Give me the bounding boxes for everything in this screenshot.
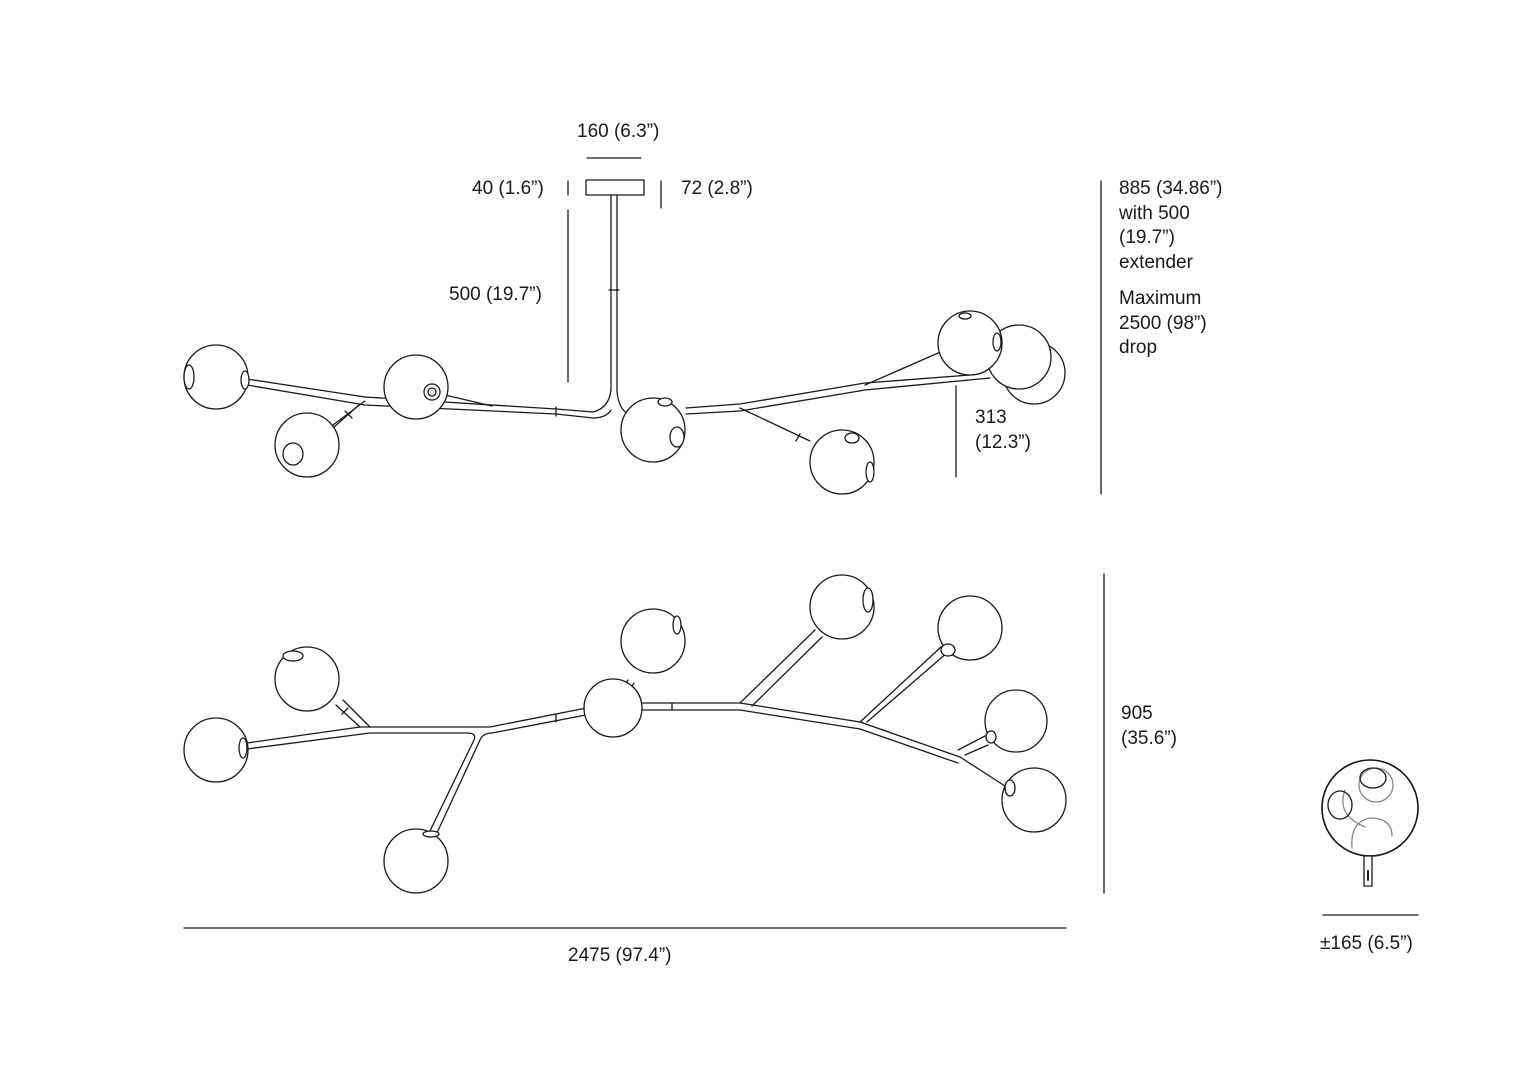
globe: [620, 608, 686, 674]
canopy: [585, 179, 645, 196]
plan-dimension-lines: [183, 573, 1105, 929]
elevation-dimension-lines: [567, 157, 1102, 495]
rod-length-label: 500 (19.7”): [449, 284, 542, 305]
globe-drop-label: 313 (12.3”): [975, 406, 1031, 455]
elevation-view: [183, 157, 1102, 495]
globe: [383, 354, 449, 420]
globe: [937, 310, 1003, 376]
canopy-offset-label: 72 (2.8”): [681, 178, 753, 199]
globe: [937, 595, 1003, 661]
overall-height-label: 885 (34.86”) with 500 (19.7”) extender M…: [1119, 177, 1223, 361]
elevation-globes: [183, 310, 1066, 495]
globe: [183, 717, 249, 783]
globe-diameter-label: ±165 (6.5”): [1320, 933, 1413, 954]
globe: [274, 412, 340, 478]
max-drop-line-1: Maximum: [1119, 288, 1202, 309]
globe-detail: [1321, 759, 1419, 916]
globe-drop-imperial: (12.3”): [975, 431, 1031, 453]
plan-view: [183, 573, 1105, 929]
depth-label: 905 (35.6”): [1121, 702, 1177, 751]
elevation-arms: [246, 349, 991, 442]
globe: [984, 689, 1048, 753]
plan-globes: [183, 574, 1067, 894]
max-drop-line-3: drop: [1119, 337, 1158, 358]
overall-height-line-3: (19.7”): [1119, 227, 1175, 248]
overall-length-label: 2475 (97.4”): [568, 945, 672, 966]
canopy-height-label: 40 (1.6”): [472, 178, 544, 199]
globe: [274, 646, 340, 712]
globe: [620, 397, 686, 463]
globe: [809, 574, 875, 640]
canopy-width-label: 160 (6.3”): [577, 121, 660, 142]
overall-height-line-4: extender: [1119, 251, 1193, 273]
overall-height-line-1: 885 (34.86”): [1119, 178, 1223, 199]
globe-drop-value: 313: [975, 407, 1007, 428]
max-drop-line-2: 2500 (98”): [1119, 312, 1207, 334]
depth-value: 905: [1121, 703, 1153, 724]
overall-height-line-2: with 500: [1119, 202, 1190, 224]
globe: [1001, 767, 1067, 833]
globe: [383, 828, 449, 894]
globe: [583, 678, 643, 738]
suspension-rod: [592, 194, 629, 415]
globe: [809, 429, 875, 495]
depth-imperial: (35.6”): [1121, 727, 1177, 749]
